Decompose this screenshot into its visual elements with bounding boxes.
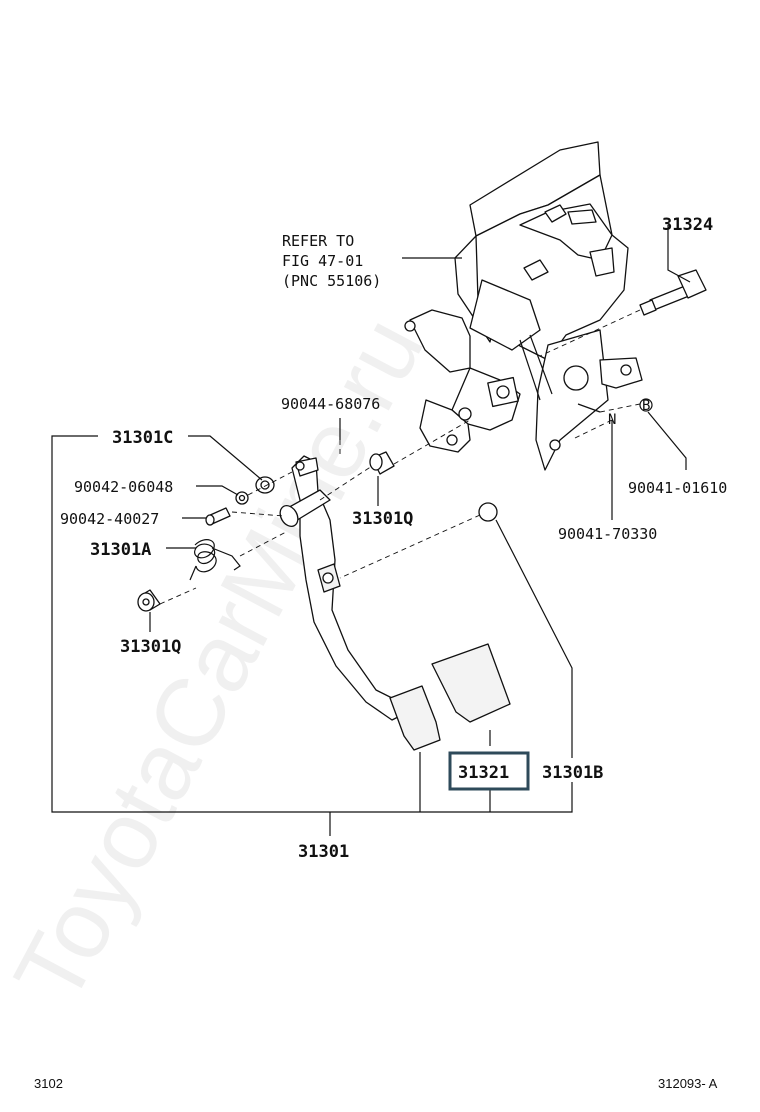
collar-31301C xyxy=(255,476,275,494)
leader-lines xyxy=(51,225,691,836)
label-90042-06048[interactable]: 90042-06048 xyxy=(74,478,173,496)
cushion-31301B xyxy=(478,502,498,522)
label-31301A[interactable]: 31301A xyxy=(90,540,151,560)
label-31301C[interactable]: 31301C xyxy=(112,428,173,448)
pivot-pipe xyxy=(279,489,331,527)
spring-31301A xyxy=(189,539,241,581)
marker-n: N xyxy=(608,412,616,428)
refer-note-line3: (PNC 55106) xyxy=(282,272,381,290)
bolt-31324 xyxy=(639,269,707,316)
label-90044-68076[interactable]: 90044-68076 xyxy=(281,395,380,413)
pin-90042-40027 xyxy=(205,507,231,526)
refer-note-line2: FIG 47-01 xyxy=(282,252,363,270)
label-31301Q-right[interactable]: 31301Q xyxy=(352,509,413,529)
bushing-31301Q-left xyxy=(137,589,161,612)
footer-right: 312093- A xyxy=(658,1076,718,1091)
label-90041-70330[interactable]: 90041-70330 xyxy=(558,525,657,543)
label-31301Q-left[interactable]: 31301Q xyxy=(120,637,181,657)
marker-b: B xyxy=(639,398,653,414)
clip-fasteners xyxy=(574,403,641,439)
pedal-pads xyxy=(389,643,511,751)
label-31301[interactable]: 31301 xyxy=(298,842,349,862)
svg-text:B: B xyxy=(642,398,650,414)
label-31321[interactable]: 31321 xyxy=(458,763,509,783)
refer-note-line1: REFER TO xyxy=(282,232,354,250)
washer-90042-06048 xyxy=(235,491,249,505)
footer-left: 3102 xyxy=(34,1076,63,1091)
svg-text:N: N xyxy=(608,412,616,428)
label-90042-40027[interactable]: 90042-40027 xyxy=(60,510,159,528)
label-31324[interactable]: 31324 xyxy=(662,215,713,235)
label-31301B[interactable]: 31301B xyxy=(542,763,603,783)
highlight-box-31321 xyxy=(448,751,530,791)
pedal-bracket xyxy=(404,141,643,471)
bushing-31301Q-right xyxy=(369,451,395,475)
label-90041-01610[interactable]: 90041-01610 xyxy=(628,479,727,497)
